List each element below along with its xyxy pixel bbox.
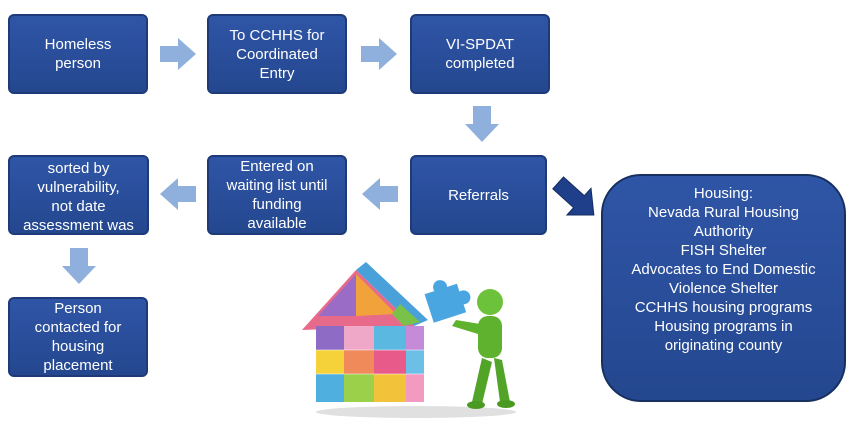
sorted-by-vulnerability-box: sorted by vulnerability, not date assess… (8, 155, 149, 235)
housing-item: originating county (664, 337, 783, 354)
sorted-by-vulnerability-label: sorted by vulnerability, not date assess… (23, 160, 134, 234)
housing-item: Authority (693, 223, 754, 240)
housing-item: Advocates to End Domestic (631, 261, 816, 278)
homeless-person-box: Homeless person (8, 14, 148, 94)
housing-options-box: Housing: Nevada Rural Housing Authority … (601, 174, 846, 402)
housing-item: Housing programs in (654, 318, 793, 335)
arrow-down-icon (465, 106, 499, 142)
vi-spdat-box: VI-SPDAT completed (410, 14, 550, 94)
person-contacted-label: Person contacted for housing placement (34, 300, 122, 374)
homeless-person-label: Homeless person (44, 36, 112, 72)
referrals-label: Referrals (448, 186, 509, 204)
waiting-list-label: Entered on waiting list until funding av… (226, 158, 328, 232)
arrow-right-icon (160, 38, 196, 70)
housing-item: CCHHS housing programs (634, 299, 813, 316)
person-contacted-box: Person contacted for housing placement (8, 297, 148, 377)
arrow-left-icon (362, 178, 398, 210)
housing-item: Nevada Rural Housing (648, 204, 799, 221)
arrow-down-icon (62, 248, 96, 284)
vi-spdat-label: VI-SPDAT completed (445, 36, 515, 72)
housing-heading: Housing: (693, 185, 754, 202)
housing-item: FISH Shelter (680, 242, 767, 259)
arrow-right-icon (361, 38, 397, 70)
housing-item: Violence Shelter (669, 280, 778, 297)
arrow-left-icon (160, 178, 196, 210)
cchhs-coordinated-entry-label: To CCHHS for Coordinated Entry (229, 26, 325, 82)
referrals-box: Referrals (410, 155, 547, 235)
puzzle-house-with-figure-icon (302, 262, 516, 418)
waiting-list-box: Entered on waiting list until funding av… (207, 155, 347, 235)
arrow-diagonal-icon (552, 176, 595, 216)
cchhs-coordinated-entry-box: To CCHHS for Coordinated Entry (207, 14, 347, 94)
